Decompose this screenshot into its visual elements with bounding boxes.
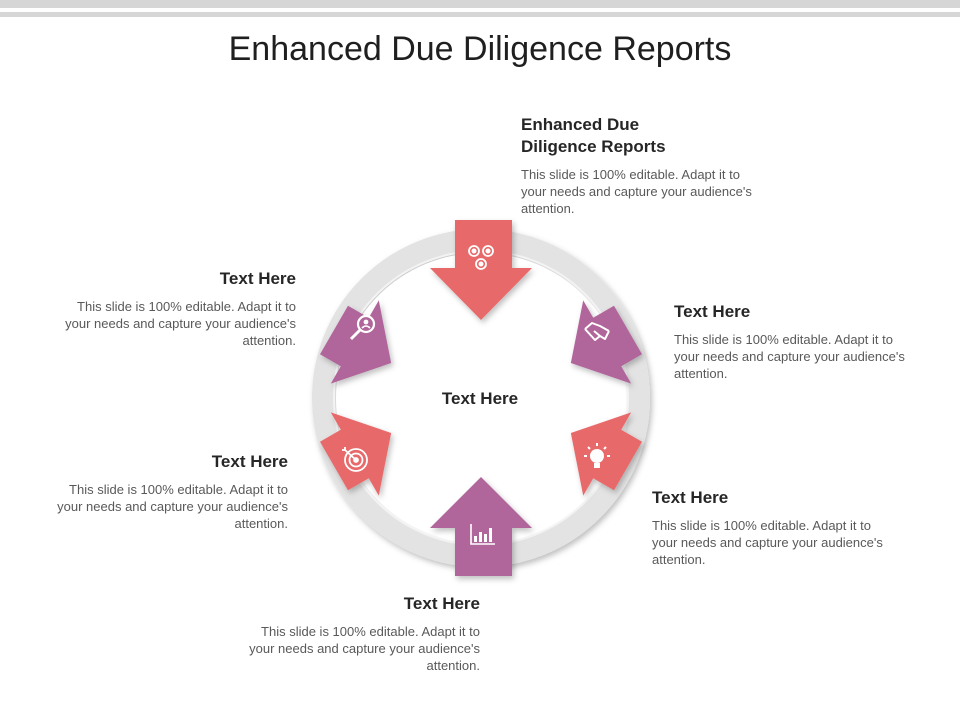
- top-decor-bar: [0, 0, 960, 8]
- arrow-bottom: [430, 477, 532, 576]
- center-label: Text Here: [441, 389, 519, 408]
- item-5-heading: Text Here: [211, 452, 288, 471]
- item-block-1: Enhanced Due Diligence Reports This slid…: [521, 114, 771, 217]
- gears-icon: [468, 245, 494, 270]
- item-1-body: This slide is 100% editable. Adapt it to…: [521, 167, 752, 216]
- arrow-top: [430, 220, 532, 320]
- item-5-body: This slide is 100% editable. Adapt it to…: [57, 482, 288, 531]
- item-6-body: This slide is 100% editable. Adapt it to…: [65, 299, 296, 348]
- item-4-body: This slide is 100% editable. Adapt it to…: [249, 624, 480, 673]
- item-block-4: Text Here This slide is 100% editable. A…: [240, 593, 480, 674]
- search-person-icon: [349, 314, 376, 341]
- bar-chart-icon: [470, 524, 495, 545]
- lightbulb-icon: [584, 443, 610, 468]
- item-2-heading: Text Here: [674, 302, 751, 321]
- slide-title: Enhanced Due Diligence Reports: [228, 30, 732, 68]
- item-3-body: This slide is 100% editable. Adapt it to…: [652, 518, 883, 567]
- item-6-heading: Text Here: [219, 269, 296, 288]
- item-2-body: This slide is 100% editable. Adapt it to…: [674, 332, 905, 381]
- item-block-2: Text Here This slide is 100% editable. A…: [674, 301, 914, 382]
- item-4-heading: Text Here: [403, 594, 480, 613]
- item-1-heading: Enhanced Due Diligence Reports: [521, 115, 666, 156]
- center-disc: [336, 253, 626, 543]
- item-block-6: Text Here This slide is 100% editable. A…: [56, 268, 296, 349]
- item-3-heading: Text Here: [652, 488, 729, 507]
- arrow-lower-right: [570, 412, 642, 496]
- target-icon: [342, 447, 368, 472]
- handshake-icon: [584, 322, 610, 341]
- item-block-3: Text Here This slide is 100% editable. A…: [652, 487, 892, 568]
- top-decor-bar-thin: [0, 12, 960, 17]
- item-block-5: Text Here This slide is 100% editable. A…: [48, 451, 288, 532]
- arrow-upper-right: [570, 300, 642, 384]
